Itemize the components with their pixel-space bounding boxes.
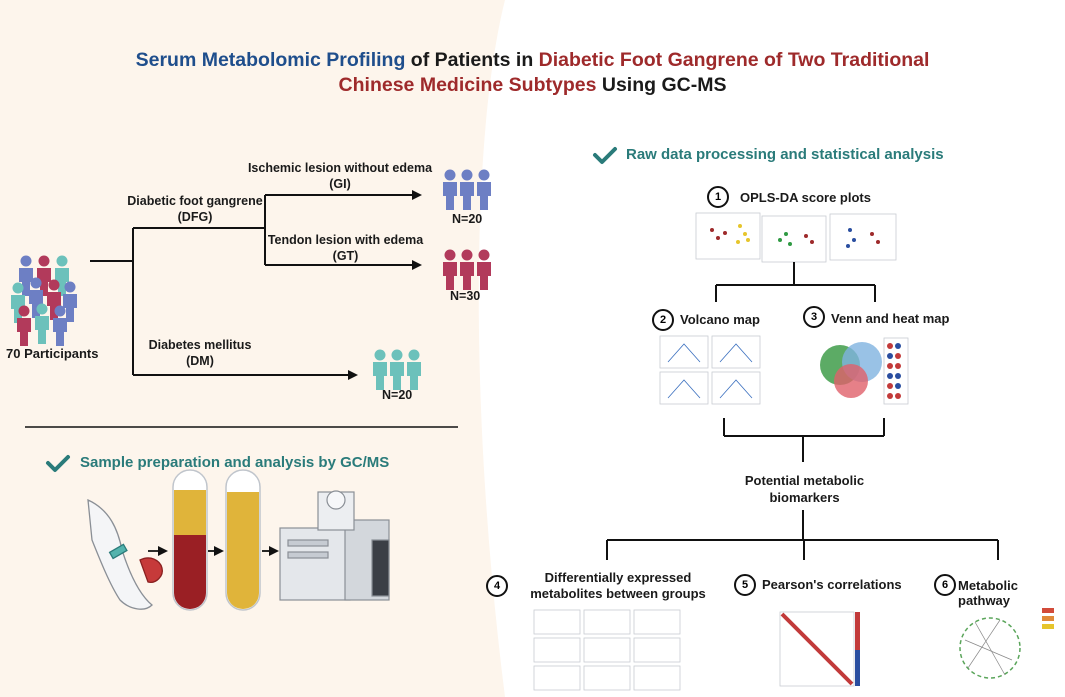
arm-illustration — [87, 498, 163, 610]
gi-label-line1: Ischemic lesion without edema — [247, 161, 433, 175]
gt-count: N=30 — [450, 289, 481, 303]
boxplot-thumbnails — [533, 609, 681, 691]
dm-label: Diabetes mellitus (DM) — [130, 337, 270, 369]
blood-tube-2 — [225, 469, 261, 611]
gt-label-line1: Tendon lesion with edema — [267, 233, 424, 247]
step-3-badge: 3 — [803, 306, 825, 328]
check-icon — [593, 147, 617, 164]
dfg-label-line2: (DFG) — [177, 210, 213, 224]
step-3-label: Venn and heat map — [831, 311, 950, 326]
step-2-label: Volcano map — [680, 312, 760, 327]
figure-title: Serum Metabolomic Profiling of Patients … — [0, 48, 1065, 98]
right-tree-lines — [606, 262, 999, 560]
step-5-label: Pearson's correlations — [762, 577, 902, 592]
biomarkers-label: Potential metabolic biomarkers — [744, 473, 865, 505]
dm-label-line2: (DM) — [186, 354, 214, 368]
dm-count: N=20 — [382, 388, 413, 402]
step-6-label: Metabolic pathway — [958, 578, 1018, 608]
gc-ms-instrument — [279, 490, 390, 601]
sample-heading: Sample preparation and analysis by GC/MS — [80, 454, 390, 471]
step-5-badge: 5 — [734, 574, 756, 596]
step-1-label: OPLS-DA score plots — [740, 190, 871, 205]
participants-label: 70 Participants — [6, 346, 99, 361]
title-part-5: Using GC-MS — [596, 74, 727, 96]
venn-heatmap-thumbnail — [820, 337, 909, 405]
tree-lines — [90, 190, 422, 380]
dm-people — [373, 349, 421, 390]
step-4-label: Differentially expressed metabolites bet… — [530, 570, 706, 601]
step-4-badge: 4 — [486, 575, 508, 597]
title-part-3: Diabetic Foot Gangrene of Two Traditiona… — [538, 49, 930, 71]
blood-tube-1 — [172, 469, 208, 611]
dfg-label: Diabetic foot gangrene (DFG) — [110, 193, 280, 225]
gt-label-line2: (GT) — [332, 249, 359, 263]
title-part-1: Serum Metabolomic Profiling — [135, 49, 406, 71]
check-icon — [46, 455, 70, 472]
dfg-label-line1: Diabetic foot gangrene — [127, 194, 263, 208]
gi-people — [443, 169, 491, 210]
title-part-4: Chinese Medicine Subtypes — [338, 74, 597, 96]
step-6-badge: 6 — [934, 574, 956, 596]
pathway-thumbnail — [959, 608, 1054, 679]
gi-count: N=20 — [452, 212, 483, 226]
gt-people — [443, 249, 491, 290]
step-2-badge: 2 — [652, 309, 674, 331]
opls-da-thumbnails — [695, 212, 897, 263]
dm-label-line1: Diabetes mellitus — [148, 338, 252, 352]
correlation-thumbnail — [779, 611, 860, 687]
step-1-badge: 1 — [707, 186, 729, 208]
gi-label-line2: (GI) — [329, 177, 351, 191]
gi-label: Ischemic lesion without edema (GI) — [245, 160, 435, 192]
analysis-heading: Raw data processing and statistical anal… — [626, 146, 944, 163]
gt-label: Tendon lesion with edema (GT) — [258, 232, 433, 264]
volcano-thumbnails — [659, 335, 761, 405]
title-part-2: of Patients in — [405, 49, 539, 71]
